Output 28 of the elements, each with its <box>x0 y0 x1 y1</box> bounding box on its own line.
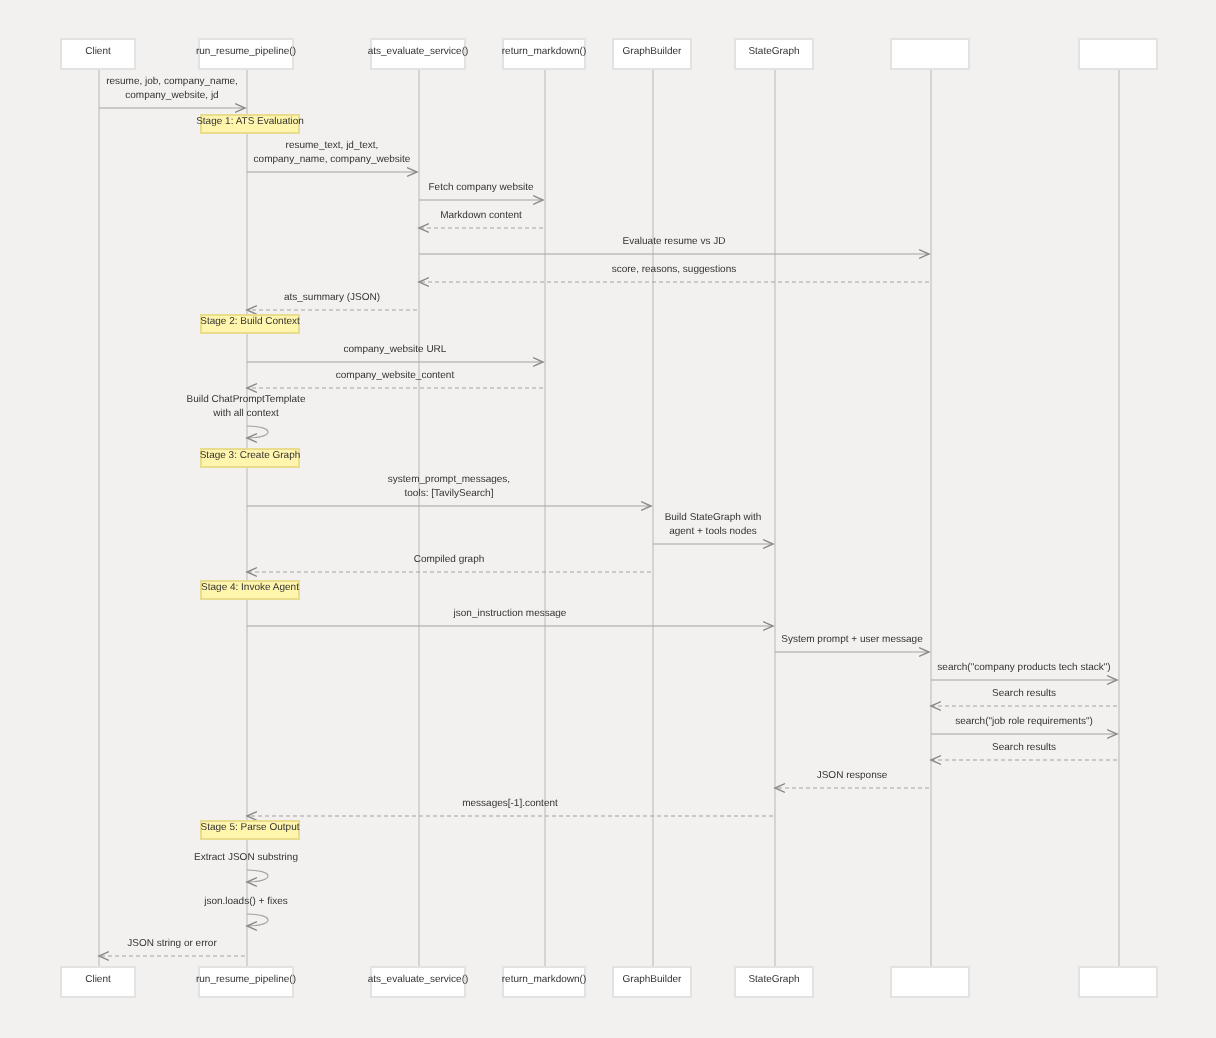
message-arrow <box>98 102 246 114</box>
message-arrow <box>246 566 652 578</box>
message-arrow <box>246 304 418 316</box>
participant-box <box>1078 38 1158 70</box>
message-arrow <box>774 646 930 658</box>
participant-box <box>890 966 970 998</box>
message-arrow <box>246 500 652 512</box>
self-message-arrow <box>246 913 269 931</box>
message-arrow <box>418 222 544 234</box>
message-arrow <box>930 754 1118 766</box>
message-arrow <box>418 248 930 260</box>
message-arrow <box>246 382 544 394</box>
participant-box <box>1078 966 1158 998</box>
message-arrow <box>246 166 418 178</box>
message-arrow <box>774 782 930 794</box>
message-arrow <box>652 538 774 550</box>
participant-box <box>890 38 970 70</box>
message-arrow <box>98 950 246 962</box>
message-arrow <box>930 728 1118 740</box>
self-message-arrow <box>246 869 269 887</box>
self-message-arrow <box>246 425 269 443</box>
message-arrow <box>246 620 774 632</box>
message-arrow <box>246 810 774 822</box>
message-arrow <box>930 700 1118 712</box>
message-arrow <box>418 276 930 288</box>
message-arrow <box>930 674 1118 686</box>
message-arrow <box>418 194 544 206</box>
message-arrow <box>246 356 544 368</box>
